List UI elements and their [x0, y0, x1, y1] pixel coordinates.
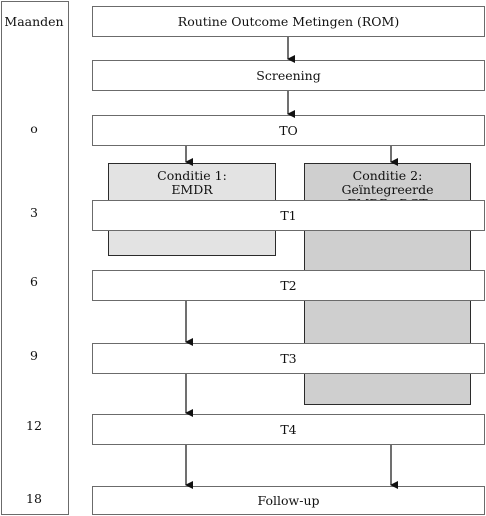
t2-box: T2	[92, 270, 485, 301]
month-label-0: o	[30, 121, 38, 136]
month-label-12: 12	[26, 418, 42, 433]
t1-box: T1	[92, 200, 485, 231]
t4-box: T4	[92, 414, 485, 445]
t0-box: TO	[92, 115, 485, 146]
months-header: Maanden	[4, 14, 64, 29]
condition-2-title: Conditie 2:	[352, 168, 423, 183]
condition-1-title: Conditie 1:	[157, 168, 227, 183]
month-label-6: 6	[30, 274, 38, 289]
months-column	[1, 1, 69, 515]
month-label-18: 18	[26, 491, 42, 506]
condition-1-name: EMDR	[171, 182, 213, 197]
screening-box: Screening	[92, 60, 485, 91]
t3-box: T3	[92, 343, 485, 374]
month-label-9: 9	[30, 348, 38, 363]
month-label-3: 3	[30, 205, 38, 220]
rom-box: Routine Outcome Metingen (ROM)	[92, 6, 485, 37]
followup-box: Follow-up	[92, 486, 485, 515]
